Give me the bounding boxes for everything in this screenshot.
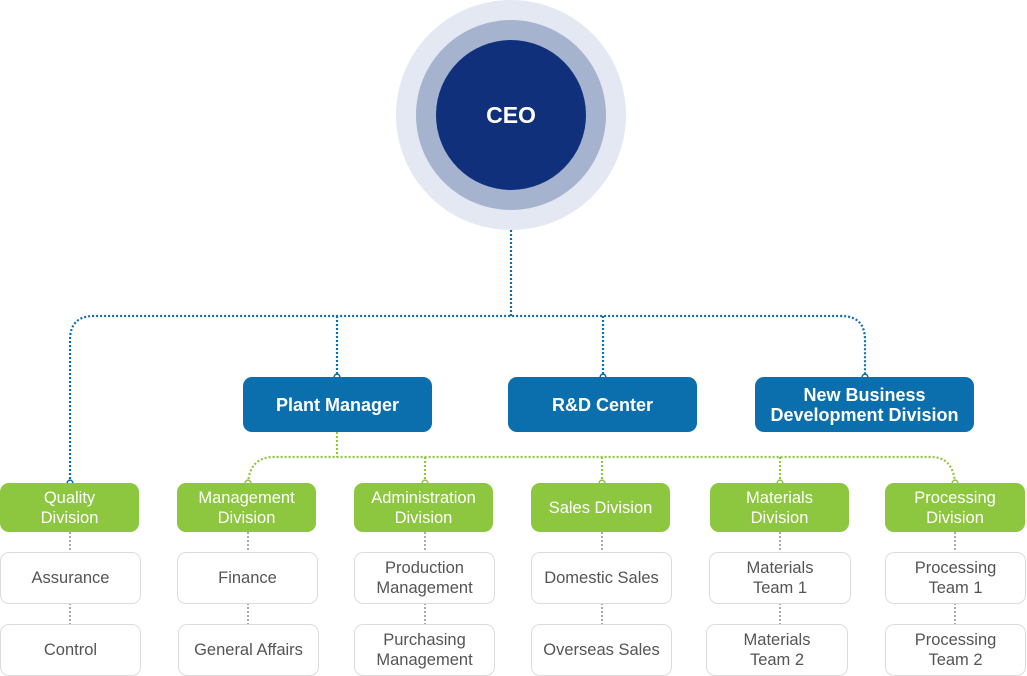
team-label: Domestic Sales: [544, 569, 659, 587]
rd-center-label: R&D Center: [551, 394, 653, 415]
plant-manager-box[interactable]: Plant Manager: [243, 377, 432, 432]
administration-division-label: Administration Division: [371, 488, 476, 527]
team-label: Processing Team 1: [914, 559, 997, 597]
team-box[interactable]: Domestic Sales: [531, 552, 672, 604]
team-box[interactable]: Materials Team 2: [706, 624, 848, 676]
ceo-node[interactable]: CEO: [436, 40, 586, 190]
quality-division-box[interactable]: Quality Division: [0, 483, 139, 532]
management-division-label: Management Division: [198, 488, 295, 527]
rd-center-box[interactable]: R&D Center: [508, 377, 697, 432]
team-box[interactable]: Processing Team 2: [885, 624, 1026, 676]
materials-division-box[interactable]: Materials Division: [710, 483, 849, 532]
ceo-label: CEO: [486, 101, 536, 128]
team-label: General Affairs: [194, 641, 303, 659]
processing-division-label: Processing Division: [914, 488, 996, 527]
plant-manager-label: Plant Manager: [275, 394, 400, 415]
team-label: Processing Team 2: [914, 631, 997, 669]
sales-division-label: Sales Division: [548, 498, 653, 517]
team-box[interactable]: Processing Team 1: [885, 552, 1026, 604]
new-business-development-box[interactable]: New Business Development Division: [755, 377, 974, 432]
administration-division-box[interactable]: Administration Division: [354, 483, 493, 532]
team-box[interactable]: Production Management: [354, 552, 495, 604]
quality-division-label: Quality Division: [40, 488, 99, 527]
team-label: Production Management: [376, 559, 473, 597]
team-box[interactable]: Control: [0, 624, 141, 676]
team-label: Overseas Sales: [543, 641, 660, 659]
new-business-development-label: New Business Development Division: [770, 384, 959, 425]
team-label: Finance: [218, 569, 277, 587]
team-label: Control: [43, 641, 98, 659]
materials-division-label: Materials Division: [746, 488, 813, 527]
team-box[interactable]: General Affairs: [178, 624, 319, 676]
team-box[interactable]: Overseas Sales: [531, 624, 672, 676]
management-division-box[interactable]: Management Division: [177, 483, 316, 532]
team-box[interactable]: Assurance: [0, 552, 141, 604]
team-box[interactable]: Purchasing Management: [354, 624, 495, 676]
team-box[interactable]: Materials Team 1: [709, 552, 851, 604]
team-label: Assurance: [31, 569, 110, 587]
sales-division-box[interactable]: Sales Division: [531, 483, 670, 532]
team-box[interactable]: Finance: [177, 552, 318, 604]
team-label: Materials Team 1: [746, 559, 814, 597]
team-label: Materials Team 2: [743, 631, 811, 669]
processing-division-box[interactable]: Processing Division: [885, 483, 1025, 532]
ceo-horizontal-connector: [68, 314, 867, 483]
team-label: Purchasing Management: [376, 631, 473, 669]
